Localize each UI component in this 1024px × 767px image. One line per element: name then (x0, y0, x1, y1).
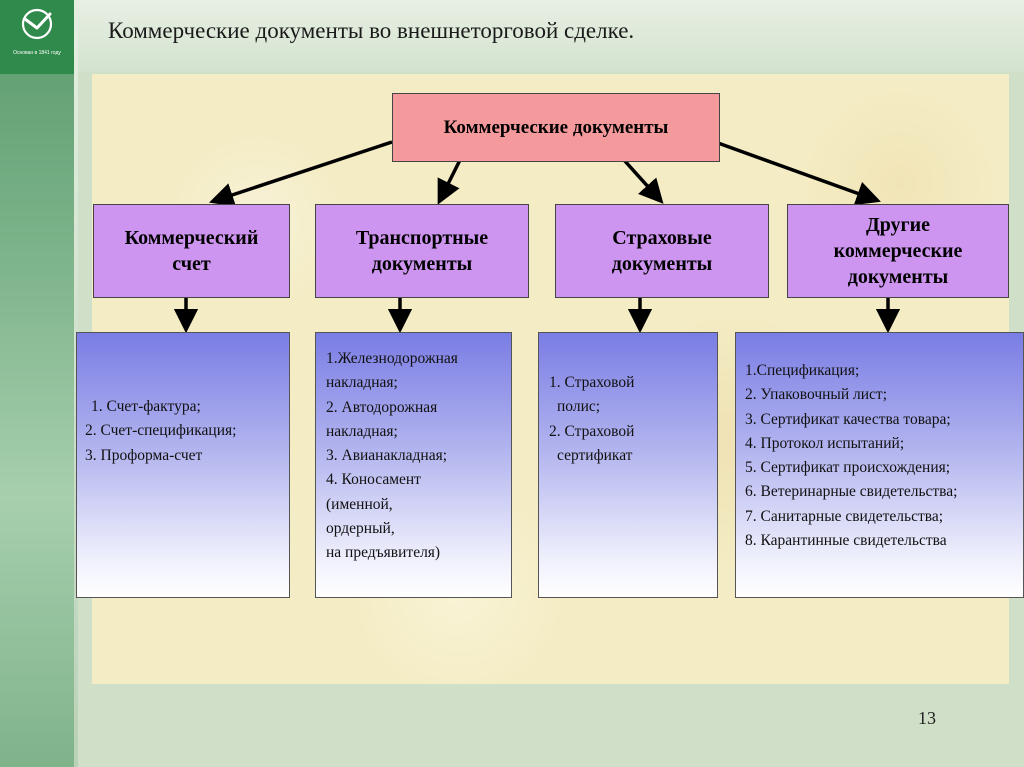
list-item: 7. Санитарные свидетельства; (745, 507, 944, 525)
category-label-line: Другие (865, 214, 931, 236)
list-item: сертификат (557, 446, 633, 464)
list-item: (именной, (326, 495, 393, 513)
list-item: 2. Упаковочный лист; (745, 386, 888, 404)
category-transport-documents: Транспортные документы (315, 204, 529, 298)
header-band (78, 0, 1024, 72)
arrow-root-to-insurance-docs (622, 158, 664, 204)
list-item: 3. Проформа-счет (85, 446, 203, 464)
logo-emblem-icon (21, 8, 53, 40)
category-other-commercial-documents: Другие коммерческие документы (787, 204, 1009, 298)
list-item: 2. Автодорожная (326, 398, 438, 416)
arrow-root-to-other-docs (717, 141, 881, 205)
category-label-line: документы (611, 253, 713, 275)
list-item: 5. Сертификат происхождения; (745, 459, 951, 477)
page-title: Коммерческие документы во внешнеторговой… (108, 18, 635, 43)
arrow-root-to-transport-docs (437, 159, 462, 205)
page-number: 13 (918, 708, 936, 728)
list-item: 2. Страховой (549, 422, 635, 440)
category-insurance-documents: Страховые документы (555, 204, 769, 298)
list-box-commercial-invoice: 1. Счет-фактура; 2. Счет-спецификация; 3… (76, 332, 290, 598)
list-item: 4. Коносамент (326, 471, 421, 489)
logo-caption: Основан в 1841 году (13, 50, 61, 56)
list-box-transport-documents: 1.Железнодорожная накладная; 2. Автодоро… (315, 332, 512, 598)
list-item: 1.Спецификация; (745, 362, 860, 379)
list-item: 2. Счет-спецификация; (85, 422, 237, 440)
list-item: 1. Счет-фактура; (91, 398, 201, 415)
list-item: 3. Сертификат качества товара; (745, 410, 951, 428)
category-label-line: документы (847, 266, 949, 288)
list-item: 1.Железнодорожная (326, 350, 458, 367)
category-label-line: коммерческие (833, 240, 963, 262)
list-item: накладная; (326, 374, 398, 392)
document-list: 1. Счет-фактура; 2. Счет-спецификация; 3… (77, 333, 289, 468)
category-label-line: документы (371, 253, 473, 275)
bank-logo: Основан в 1841 году (0, 0, 74, 74)
left-sidebar-strip (0, 0, 74, 767)
category-label-line: Транспортные (355, 227, 489, 249)
list-item: 4. Протокол испытаний; (745, 434, 905, 452)
list-item: 6. Ветеринарные свидетельства; (745, 483, 958, 501)
list-item: полис; (557, 398, 601, 416)
list-item: 1. Страховой (549, 374, 635, 391)
category-commercial-invoice: Коммерческий счет (93, 204, 290, 298)
category-label-line: Страховые (612, 227, 712, 249)
document-list: 1.Железнодорожная накладная; 2. Автодоро… (316, 333, 511, 566)
arrow-root-to-commercial-invoice (209, 140, 393, 207)
list-box-other-documents: 1.Спецификация; 2. Упаковочный лист; 3. … (735, 332, 1024, 598)
category-label-line: счет (172, 253, 211, 275)
list-box-insurance-documents: 1. Страховой полис; 2. Страховой сертифи… (538, 332, 718, 598)
list-item: на предъявителя) (326, 544, 441, 562)
document-list: 1.Спецификация; 2. Упаковочный лист; 3. … (736, 333, 1023, 553)
root-node-commercial-documents: Коммерческие документы (392, 93, 720, 162)
list-item: ордерный, (326, 520, 395, 538)
category-label-line: Коммерческий (124, 227, 259, 249)
list-item: 8. Карантинные свидетельства (745, 532, 947, 550)
list-item: накладная; (326, 422, 398, 440)
list-item: 3. Авианакладная; (326, 447, 448, 465)
document-list: 1. Страховой полис; 2. Страховой сертифи… (539, 333, 717, 468)
